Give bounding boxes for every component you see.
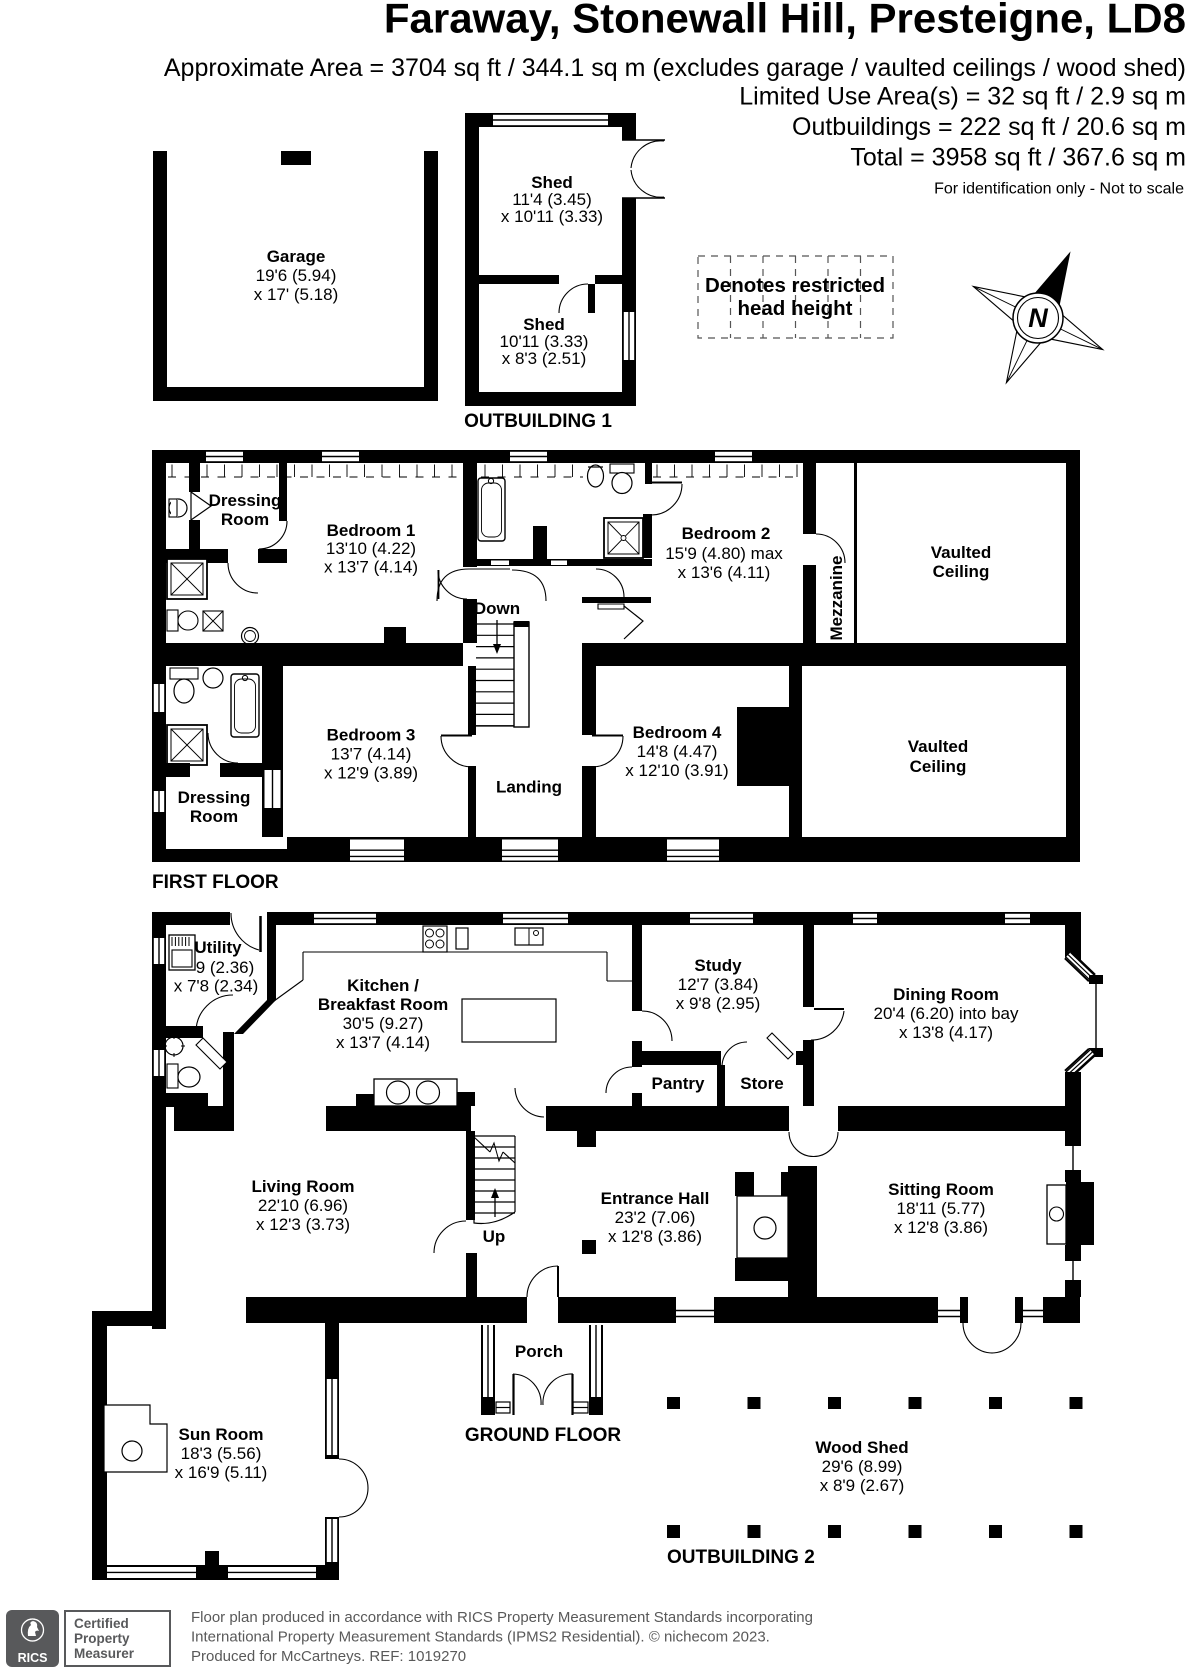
svg-text:GROUND FLOOR: GROUND FLOOR — [465, 1425, 621, 1446]
svg-text:OUTBUILDING 1: OUTBUILDING 1 — [464, 411, 612, 432]
svg-text:Room: Room — [190, 807, 238, 826]
svg-text:RICS: RICS — [18, 1651, 48, 1665]
svg-text:For identification only - Not: For identification only - Not to scale — [934, 181, 1184, 198]
svg-text:x 12'9 (3.89): x 12'9 (3.89) — [324, 764, 418, 783]
svg-text:Dining Room: Dining Room — [893, 985, 999, 1004]
svg-text:Up: Up — [483, 1227, 506, 1246]
svg-text:Shed: Shed — [531, 173, 573, 192]
svg-text:29'6 (8.99): 29'6 (8.99) — [822, 1457, 903, 1476]
svg-text:19'6 (5.94): 19'6 (5.94) — [256, 266, 337, 285]
svg-text:Measurer: Measurer — [74, 1646, 135, 1661]
svg-text:Dressing: Dressing — [178, 788, 251, 807]
svg-text:x 17' (5.18): x 17' (5.18) — [254, 285, 339, 304]
svg-text:Study: Study — [694, 956, 742, 975]
svg-text:Vaulted: Vaulted — [908, 737, 968, 756]
svg-text:Shed: Shed — [523, 315, 565, 334]
svg-text:Sitting Room: Sitting Room — [888, 1180, 994, 1199]
svg-text:x 9'8 (2.95): x 9'8 (2.95) — [676, 994, 761, 1013]
svg-text:22'10 (6.96): 22'10 (6.96) — [258, 1196, 348, 1215]
svg-text:Ceiling: Ceiling — [933, 562, 990, 581]
svg-text:Store: Store — [740, 1074, 783, 1093]
svg-text:Room: Room — [221, 510, 269, 529]
svg-text:x 12'8 (3.86): x 12'8 (3.86) — [608, 1227, 702, 1246]
svg-text:Limited Use Area(s) = 32 sq ft: Limited Use Area(s) = 32 sq ft / 2.9 sq … — [739, 83, 1186, 111]
svg-text:Approximate Area = 3704 sq ft: Approximate Area = 3704 sq ft / 344.1 sq… — [164, 54, 1186, 82]
svg-text:Bedroom 1: Bedroom 1 — [327, 521, 416, 540]
svg-text:x 13'8 (4.17): x 13'8 (4.17) — [899, 1023, 993, 1042]
svg-text:x 12'10 (3.91): x 12'10 (3.91) — [625, 761, 728, 780]
svg-text:head height: head height — [737, 297, 852, 320]
svg-text:x 12'8 (3.86): x 12'8 (3.86) — [894, 1218, 988, 1237]
svg-text:Total = 3958 sq ft / 367.6 sq: Total = 3958 sq ft / 367.6 sq m — [850, 144, 1186, 172]
svg-text:x 16'9 (5.11): x 16'9 (5.11) — [175, 1463, 268, 1482]
svg-text:FIRST FLOOR: FIRST FLOOR — [152, 872, 279, 893]
svg-text:Utility: Utility — [194, 938, 242, 957]
svg-text:x 12'3 (3.73): x 12'3 (3.73) — [256, 1215, 350, 1234]
svg-text:x 7'8 (2.34): x 7'8 (2.34) — [174, 977, 259, 996]
svg-text:12'7 (3.84): 12'7 (3.84) — [678, 975, 759, 994]
svg-text:Bedroom 4: Bedroom 4 — [633, 723, 722, 742]
svg-text:International Property Measure: International Property Measurement Stand… — [191, 1629, 770, 1646]
svg-text:18'3 (5.56): 18'3 (5.56) — [181, 1444, 262, 1463]
svg-text:x 13'7 (4.14): x 13'7 (4.14) — [336, 1033, 430, 1052]
svg-text:Faraway, Stonewall Hill, Prest: Faraway, Stonewall Hill, Presteigne, LD8 — [384, 0, 1186, 42]
svg-text:N: N — [1028, 303, 1048, 333]
svg-text:Down: Down — [474, 599, 520, 618]
svg-text:Property: Property — [74, 1631, 130, 1646]
svg-text:x 10'11 (3.33): x 10'11 (3.33) — [501, 207, 603, 226]
svg-text:Entrance Hall: Entrance Hall — [601, 1189, 710, 1208]
svg-text:9 (2.36): 9 (2.36) — [196, 958, 255, 977]
svg-text:23'2 (7.06): 23'2 (7.06) — [615, 1208, 696, 1227]
svg-text:Garage: Garage — [267, 247, 326, 266]
svg-text:Denotes restricted: Denotes restricted — [705, 274, 885, 297]
svg-text:20'4 (6.20) into bay: 20'4 (6.20) into bay — [873, 1004, 1019, 1023]
svg-text:x 8'3 (2.51): x 8'3 (2.51) — [502, 349, 587, 368]
svg-text:Living Room: Living Room — [252, 1177, 355, 1196]
svg-text:15'9 (4.80) max: 15'9 (4.80) max — [665, 544, 783, 563]
svg-text:10'11 (3.33): 10'11 (3.33) — [500, 332, 589, 351]
svg-text:11'4 (3.45): 11'4 (3.45) — [512, 190, 591, 209]
svg-text:Kitchen /: Kitchen / — [347, 976, 419, 995]
svg-text:Produced for McCartneys. REF: Produced for McCartneys. REF: 1019270 — [191, 1648, 466, 1665]
svg-text:Vaulted: Vaulted — [931, 543, 991, 562]
svg-text:Bedroom 3: Bedroom 3 — [327, 726, 416, 745]
svg-text:30'5 (9.27): 30'5 (9.27) — [343, 1014, 424, 1033]
svg-text:Mezzanine: Mezzanine — [827, 555, 846, 640]
svg-text:OUTBUILDING 2: OUTBUILDING 2 — [667, 1547, 815, 1568]
svg-text:Certified: Certified — [74, 1616, 129, 1631]
svg-text:18'11 (5.77): 18'11 (5.77) — [897, 1199, 986, 1218]
svg-text:Breakfast Room: Breakfast Room — [318, 995, 448, 1014]
svg-text:Wood Shed: Wood Shed — [815, 1438, 908, 1457]
svg-text:Ceiling: Ceiling — [910, 757, 967, 776]
svg-text:14'8 (4.47): 14'8 (4.47) — [637, 742, 718, 761]
svg-text:Porch: Porch — [515, 1342, 563, 1361]
svg-text:Landing: Landing — [496, 778, 562, 797]
svg-text:Dressing: Dressing — [209, 491, 282, 510]
svg-text:Sun Room: Sun Room — [179, 1425, 264, 1444]
svg-text:Outbuildings = 222 sq ft / 20.: Outbuildings = 222 sq ft / 20.6 sq m — [792, 113, 1186, 141]
svg-text:Bedroom 2: Bedroom 2 — [682, 524, 771, 543]
svg-text:x 13'7 (4.14): x 13'7 (4.14) — [324, 558, 418, 577]
svg-text:Pantry: Pantry — [652, 1074, 705, 1093]
svg-text:13'10 (4.22): 13'10 (4.22) — [326, 539, 416, 558]
svg-text:13'7 (4.14): 13'7 (4.14) — [331, 745, 412, 764]
svg-text:x 8'9 (2.67): x 8'9 (2.67) — [820, 1476, 905, 1495]
svg-text:Floor plan produced in accorda: Floor plan produced in accordance with R… — [191, 1609, 813, 1626]
svg-text:x 13'6 (4.11): x 13'6 (4.11) — [678, 563, 771, 582]
